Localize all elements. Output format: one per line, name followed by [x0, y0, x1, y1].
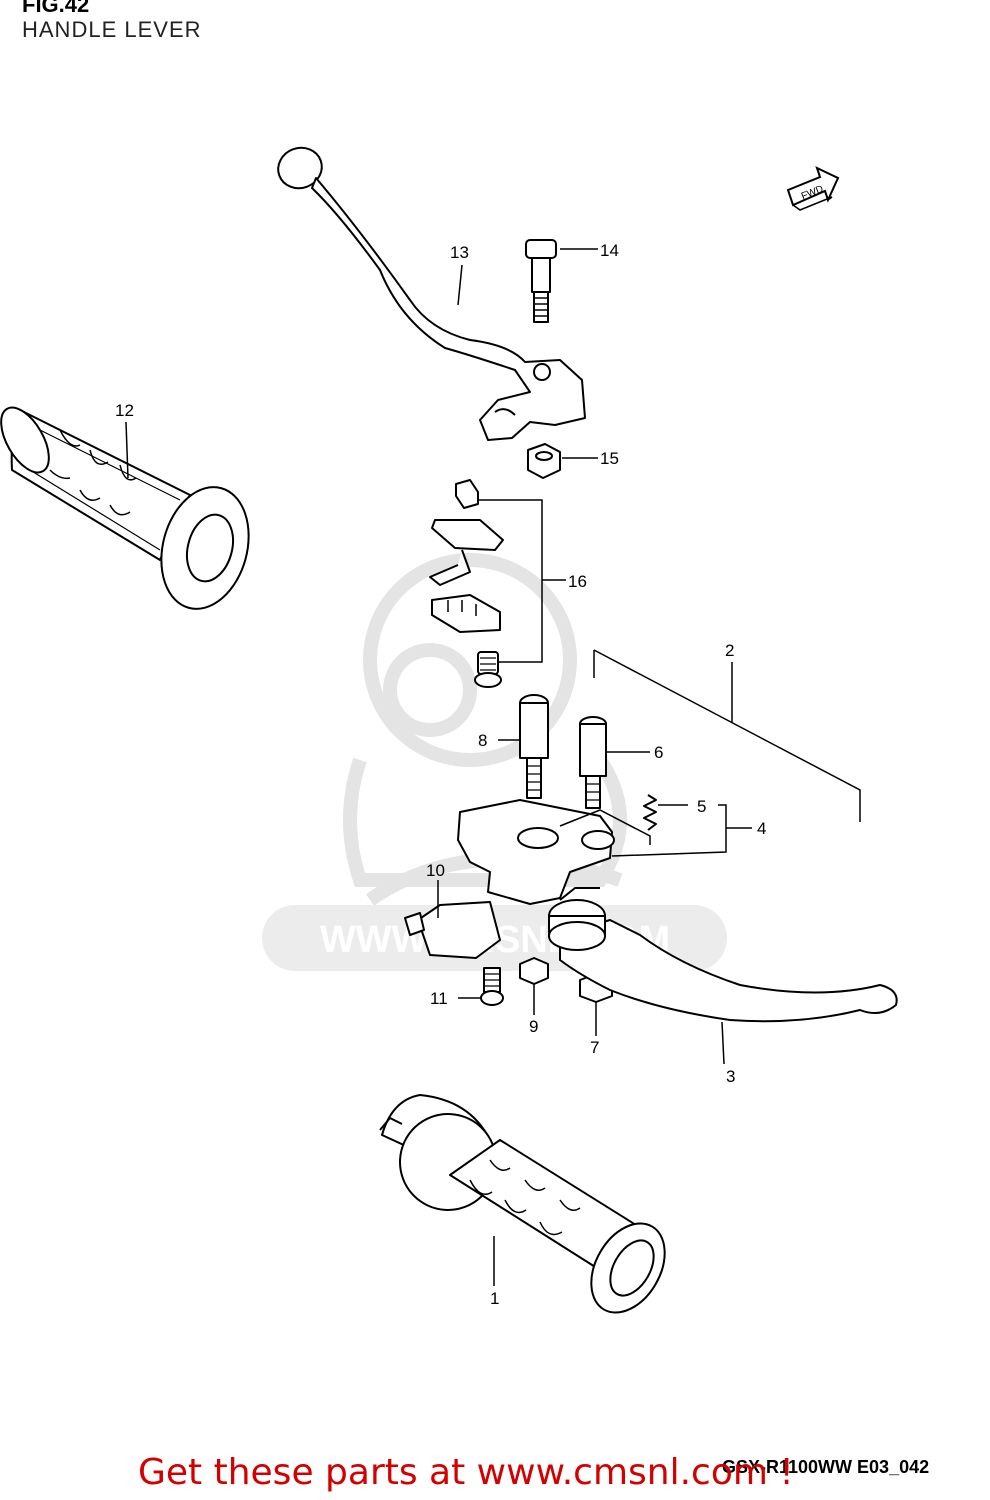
callout-10: 10	[426, 861, 445, 880]
callout-12: 12	[115, 401, 134, 420]
nut-15	[527, 443, 561, 479]
callout-8: 8	[478, 731, 487, 750]
bolt-6	[579, 716, 607, 809]
bolt-14	[525, 239, 557, 323]
callout-9: 9	[529, 1017, 538, 1036]
lever-13	[277, 146, 586, 441]
callout-2: 2	[725, 641, 734, 660]
figure-subtitle: HANDLE LEVER	[22, 17, 202, 42]
lever-holder	[457, 799, 615, 905]
callout-4: 4	[757, 819, 766, 838]
fwd-arrow-icon: FWD	[786, 166, 840, 211]
callout-5: 5	[697, 797, 706, 816]
callout-11: 11	[430, 989, 448, 1008]
spring-5	[643, 794, 657, 831]
screw-11	[480, 967, 504, 1006]
callout-labels: 3 1 2 4 5 6 7 8 9 10 11 12 13 14 15 16	[115, 241, 766, 1308]
callout-1: 1	[490, 1289, 499, 1308]
bolt-8	[519, 694, 549, 799]
callout-6: 6	[654, 743, 663, 762]
lever-3	[548, 899, 898, 1023]
cmsnl-banner-link[interactable]: Get these parts at www.cmsnl.com !	[138, 1452, 794, 1493]
grip-1	[379, 1094, 666, 1314]
nut-9	[519, 957, 549, 985]
callout-7: 7	[590, 1038, 599, 1057]
callout-13: 13	[450, 243, 469, 262]
grip-12	[0, 406, 250, 610]
callout-14: 14	[600, 241, 619, 260]
drawing-code: GSX-R1100WW E03_042	[722, 1457, 930, 1477]
callout-16: 16	[568, 572, 587, 591]
figure-title: FIG.42	[22, 0, 90, 17]
callout-3: 3	[726, 1067, 735, 1086]
callout-15: 15	[600, 449, 619, 468]
switch-16	[429, 479, 504, 688]
